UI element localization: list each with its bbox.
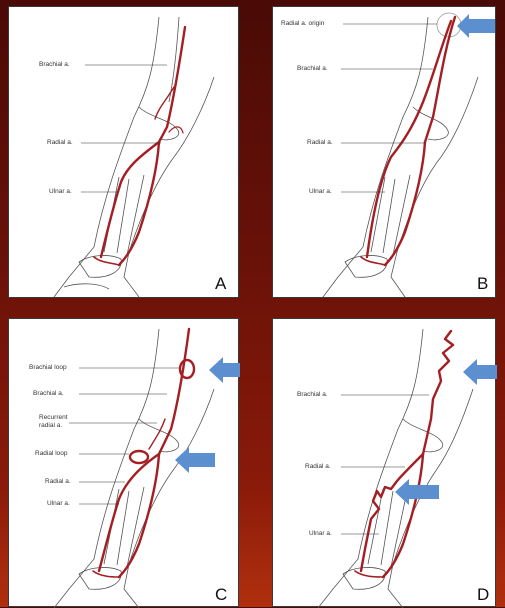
panel-c: Brachial loop Brachial a. Recurrent radi… [8, 318, 239, 607]
arrow-icon [175, 447, 215, 473]
label-radial-d: Radial a. [305, 463, 331, 470]
label-brachial-c: Brachial a. [33, 390, 64, 397]
label-brachial-b: Brachial a. [297, 65, 328, 72]
label-ulnar-c: Ulnar a. [47, 500, 70, 507]
radial-artery-c [99, 454, 159, 571]
brachial-artery-d [423, 331, 453, 454]
label-ulnar-a: Ulnar a. [49, 188, 72, 195]
label-radial-loop-c: Radial loop [35, 450, 68, 457]
label-radial-c: Radial a. [45, 478, 71, 485]
brachial-artery-c [159, 329, 189, 454]
arm-diagram-b [273, 7, 497, 299]
panel-letter-c: C [215, 585, 227, 605]
label-recurrent-c: Recurrent [39, 414, 68, 421]
label-brachial-loop-c: Brachial loop [29, 364, 67, 371]
panel-letter-b: B [477, 274, 488, 294]
panel-a: Brachial a. Radial a. Ulnar a. A [8, 6, 239, 298]
arrow-icon [209, 357, 240, 383]
brachial-artery-b [425, 17, 455, 142]
panel-letter-a: A [215, 274, 226, 294]
label-radial-a: Radial a. [47, 139, 73, 146]
label-radial-b: Radial a. [307, 139, 333, 146]
label-recurrent-c-2: radial a. [39, 422, 62, 429]
panel-b: Radial a. origin Brachial a. Radial a. U… [272, 6, 496, 298]
label-origin-b: Radial a. origin [281, 20, 324, 27]
panel-letter-d: D [477, 585, 489, 605]
radial-loop-c [130, 451, 148, 463]
label-ulnar-d: Ulnar a. [309, 530, 332, 537]
label-ulnar-b: Ulnar a. [309, 188, 332, 195]
panel-d: Brachial a. Radial a. Ulnar a. D [272, 318, 496, 607]
arrow-icon [457, 14, 495, 38]
label-brachial-a: Brachial a. [39, 61, 70, 68]
label-brachial-d: Brachial a. [297, 391, 328, 398]
arm-diagram-a [9, 7, 240, 299]
arrow-icon [395, 479, 439, 505]
arrow-icon [463, 359, 497, 385]
arm-diagram-c [9, 319, 240, 608]
